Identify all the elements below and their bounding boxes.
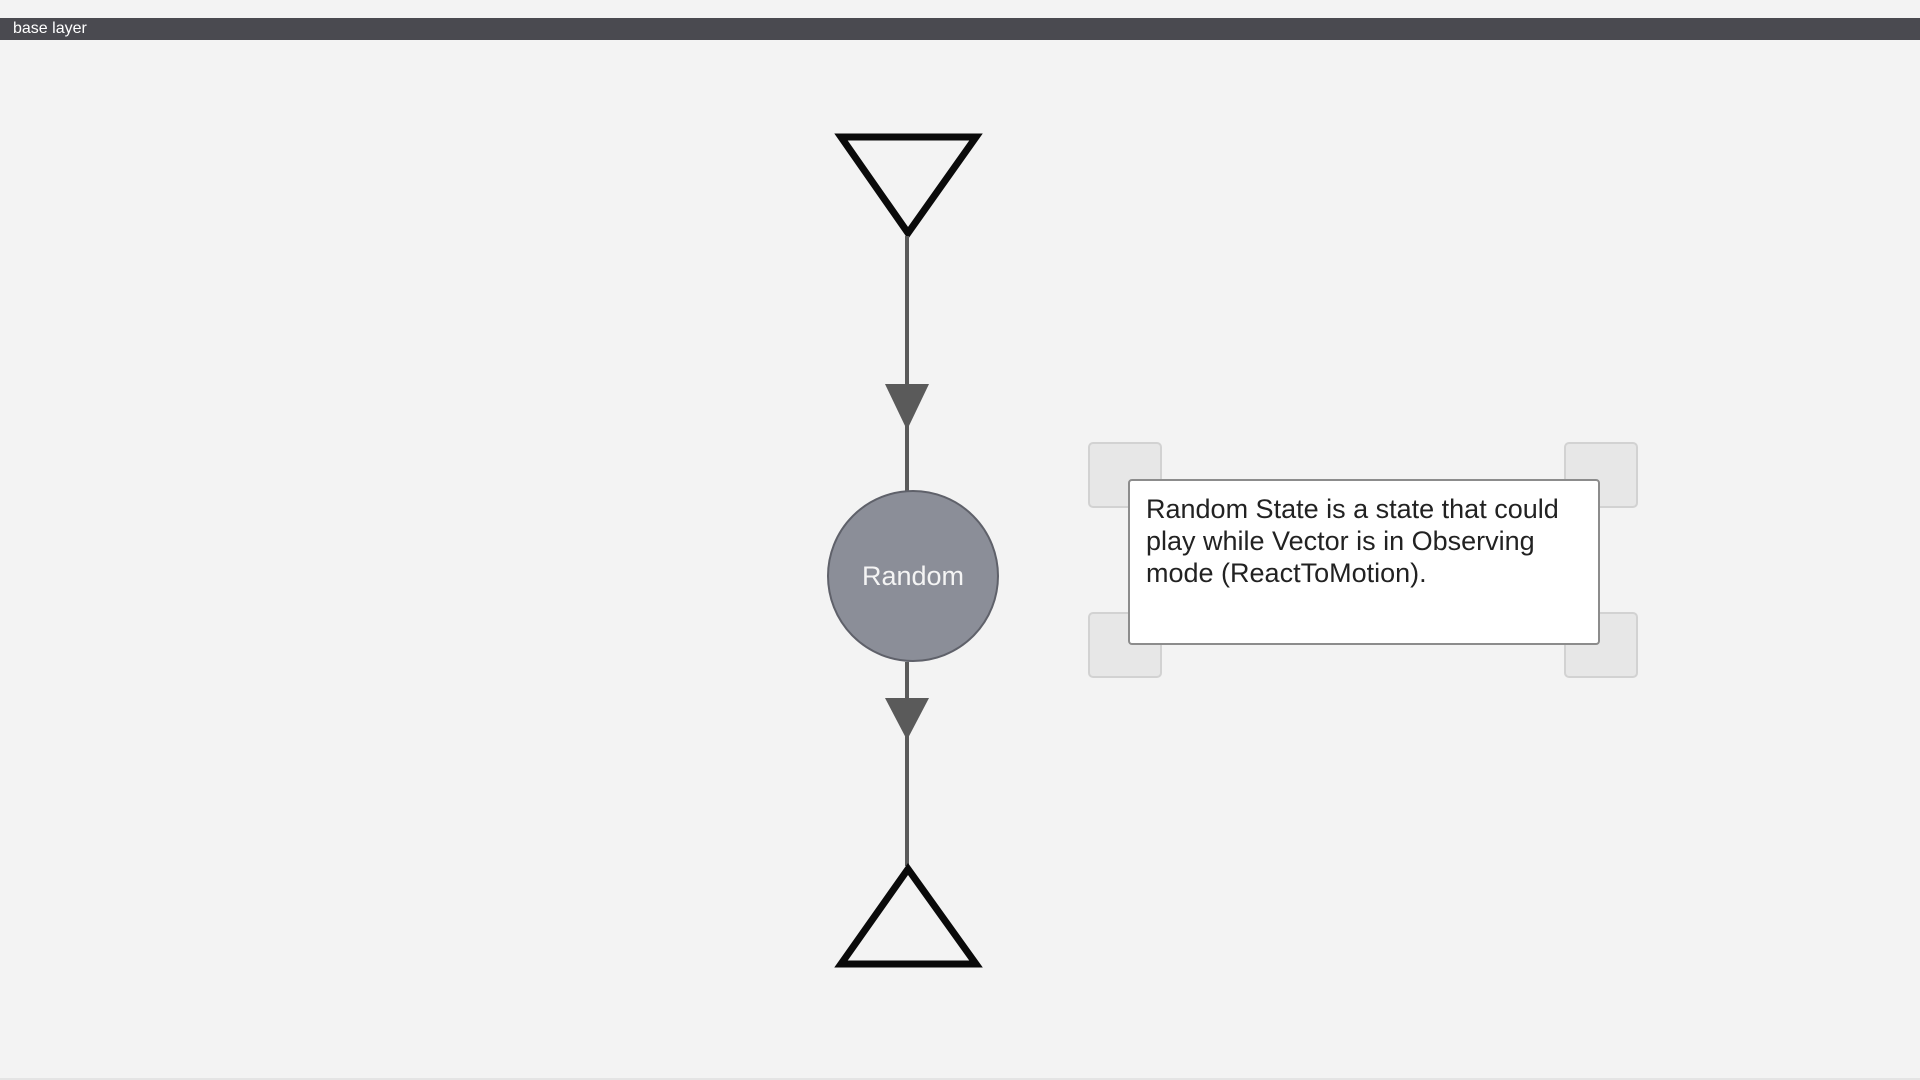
top-margin [0,0,1920,18]
state-node-label: Random [861,560,965,591]
arrowhead-down-icon-upper [885,384,929,430]
exit-node-triangle-icon[interactable] [834,862,983,968]
state-node-random[interactable]: Random [827,490,999,662]
diagram-graphics [834,133,983,968]
layer-name[interactable]: base layer [13,20,87,37]
entry-node-triangle-icon[interactable] [834,133,983,240]
arrowhead-down-icon-lower [885,698,929,740]
layer-breadcrumb-bar: base layer [0,18,1920,40]
comment-note[interactable]: Random State is a state that could play … [1128,479,1600,645]
bottom-edge [0,1078,1920,1080]
resize-handle-bottom-right[interactable] [1564,612,1638,678]
state-machine-canvas[interactable] [0,40,1920,1080]
comment-text[interactable]: Random State is a state that could play … [1146,494,1567,588]
